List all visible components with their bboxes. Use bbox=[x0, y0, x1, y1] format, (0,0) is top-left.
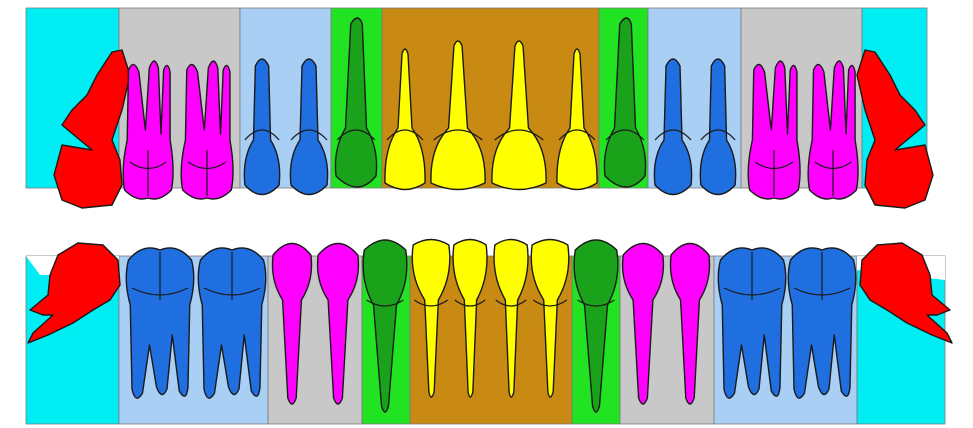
upper-molar-3[interactable] bbox=[181, 61, 233, 199]
upper-molar-2[interactable] bbox=[123, 61, 173, 199]
lower-molar-3[interactable] bbox=[198, 248, 266, 398]
lower-molar-14[interactable] bbox=[718, 248, 786, 398]
lower-molar-15[interactable] bbox=[788, 248, 856, 398]
upper-molar-14[interactable] bbox=[748, 61, 800, 199]
upper-molar-15[interactable] bbox=[808, 61, 858, 199]
lower-molar-2[interactable] bbox=[126, 248, 194, 398]
